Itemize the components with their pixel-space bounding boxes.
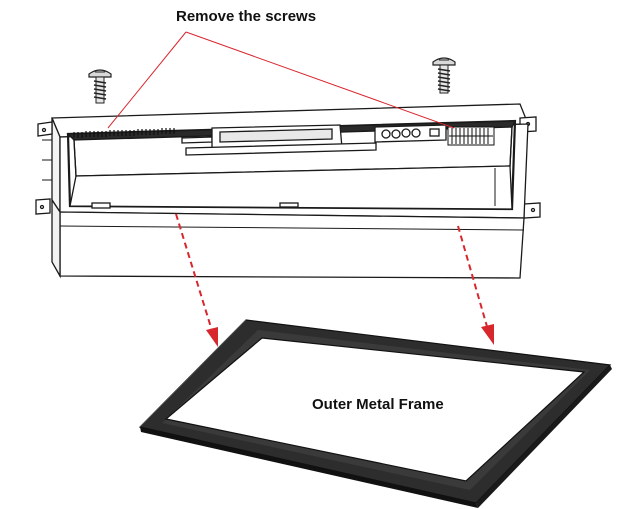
remove-screws-label: Remove the screws xyxy=(176,8,317,25)
arrow-down-icon xyxy=(175,213,218,347)
screw-icon xyxy=(88,69,112,104)
arrow-down-icon xyxy=(457,225,494,345)
fireplace-unit xyxy=(35,103,541,279)
outer-frame-label: Outer Metal Frame xyxy=(312,396,444,413)
screw-icon xyxy=(432,57,456,94)
callout-lines xyxy=(107,31,455,129)
outer-metal-frame xyxy=(138,319,612,508)
